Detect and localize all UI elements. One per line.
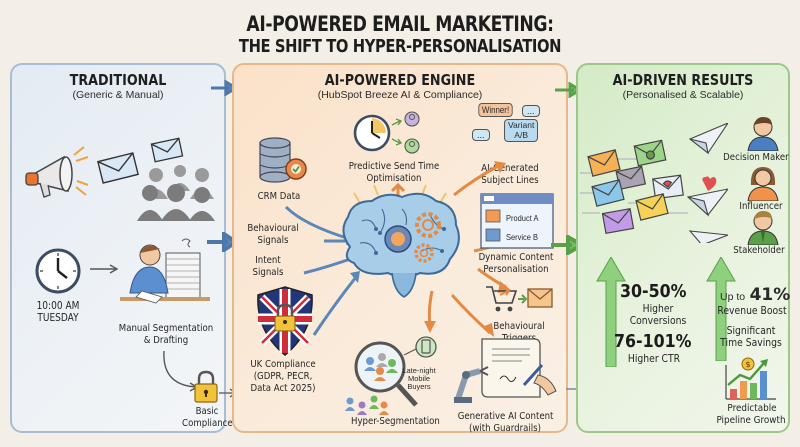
clock-day-label: TUESDAY (37, 312, 79, 324)
genai-content-label-2: (with Guardrails) (469, 423, 541, 434)
manual-drafting-label: & Drafting (143, 335, 189, 346)
conversions-stat: 30-50% (620, 281, 687, 302)
conversions-label-1: Higher (642, 303, 674, 315)
hyper-segmentation-label: Hyper-Segmentation (351, 416, 440, 427)
traditional-panel: TRADITIONAL (Generic & Manual) 10:00 AM … (10, 63, 233, 433)
flow-arrow-icon (551, 235, 584, 255)
behavioural-triggers-label-1: Behavioural (493, 321, 545, 332)
subject-lines-label-2: Subject Lines (481, 175, 539, 186)
crowd-icon (137, 165, 215, 221)
send-time-label-1: Predictive Send Time (348, 161, 440, 172)
envelope-icon (150, 137, 184, 163)
pipeline-chart-icon: $ (725, 357, 776, 400)
variant-bubble: Variant A/B (504, 119, 539, 142)
dots-bubble: ... (472, 129, 490, 141)
stressed-worker-icon (120, 238, 210, 304)
revenue-prefix: Up to (720, 291, 746, 303)
time-savings-label-1: Significant (726, 325, 776, 337)
variant-ab-label: A/B (514, 129, 528, 140)
engine-subtitle: (HubSpot Breeze AI & Compliance) (317, 89, 483, 101)
persona-label: Stakeholder (733, 245, 785, 256)
conversions-label-2: Conversions (629, 315, 687, 327)
arrow-icon (90, 264, 119, 274)
traditional-subtitle: (Generic & Manual) (72, 89, 164, 101)
influencer-avatar (747, 167, 779, 201)
revenue-value: 41% (749, 285, 791, 305)
send-time-label-2: Optimisation (366, 173, 422, 184)
late-night-label-2: Mobile (407, 374, 431, 383)
results-title: AI-DRIVEN RESULTS (612, 71, 754, 89)
intent-signals-label-1: Intent (255, 255, 281, 266)
database-icon (259, 137, 307, 183)
clock-time-label: 10:00 AM (36, 300, 80, 312)
flow-arrow-icon (555, 82, 582, 98)
svg-text:$: $ (745, 360, 750, 369)
uk-compliance-label-1: UK Compliance (250, 359, 316, 370)
magnifier-segment-icon (345, 336, 437, 415)
flow-arrow-icon (211, 80, 238, 96)
growth-arrow-icon (706, 257, 736, 361)
ctr-stat: 76-101% (614, 331, 692, 352)
growth-arrow-icon (596, 257, 626, 367)
engine-title: AI-POWERED ENGINE (324, 71, 476, 89)
pipeline-label-1: Predictable (727, 403, 777, 414)
dynamic-content-label-1: Dynamic Content (478, 252, 554, 263)
personalised-emails-icon (580, 123, 728, 243)
revenue-label: Revenue Boost (717, 305, 787, 317)
envelope-icon (97, 152, 139, 184)
persona-label: Decision Maker (723, 152, 789, 163)
service-b-label: Service B (506, 232, 539, 242)
results-subtitle: (Personalised & Scalable) (622, 89, 744, 101)
late-night-label-3: Buyers (407, 382, 431, 391)
dots-bubble: ... (522, 105, 540, 117)
manual-segmentation-label: Manual Segmentation (118, 323, 214, 334)
product-card-icon (480, 193, 554, 249)
send-time-clock-icon (353, 111, 420, 154)
persona-label: Influencer (739, 201, 783, 212)
title-line-2: THE SHIFT TO HYPER-PERSONALISATION (238, 36, 562, 57)
traditional-title: TRADITIONAL (69, 71, 167, 89)
results-panel: AI-DRIVEN RESULTS (Personalised & Scalab… (576, 63, 790, 433)
behavioural-signals-label-2: Signals (257, 235, 289, 246)
title-line-1: AI-POWERED EMAIL MARKETING: (246, 12, 554, 36)
subject-lines-label-1: AI-Generated (481, 163, 539, 174)
product-a-label: Product A (506, 213, 539, 223)
clock-icon (35, 248, 81, 294)
winner-bubble: Winner! (478, 103, 513, 117)
revenue-stat: Up to 41% (720, 285, 790, 305)
dynamic-content-label-2: Personalisation (483, 264, 549, 275)
time-savings-label-2: Time Savings (720, 337, 782, 349)
engine-panel: AI-POWERED ENGINE (HubSpot Breeze AI & C… (232, 63, 568, 434)
uk-compliance-shield-icon (257, 286, 313, 356)
ctr-label: Higher CTR (627, 353, 681, 365)
megaphone-icon (25, 146, 89, 198)
padlock-icon (194, 370, 218, 403)
decision-maker-avatar (747, 117, 779, 151)
ai-brain-icon (342, 182, 460, 298)
stakeholder-avatar (747, 211, 779, 245)
behavioural-signals-label-1: Behavioural (247, 223, 299, 234)
genai-content-label-1: Generative AI Content (457, 411, 554, 422)
basic-compliance-label-1: Basic (195, 406, 219, 417)
uk-compliance-label-2: (GDPR, PECR, (253, 371, 313, 382)
flow-arrow-icon (207, 232, 238, 252)
chat-bubbles-icon: Winner! ... ... Variant A/B (472, 103, 550, 159)
variant-label: Variant (508, 120, 535, 130)
basic-compliance-label-2: Compliance (182, 418, 233, 429)
robot-arm-scroll-icon (454, 338, 557, 403)
crm-data-label: CRM Data (257, 191, 301, 202)
infographic-title: AI-POWERED EMAIL MARKETING: THE SHIFT TO… (0, 12, 800, 58)
cart-trigger-icon (486, 286, 553, 312)
pipeline-label-2: Pipeline Growth (716, 415, 786, 426)
late-night-label-1: Late-night (402, 366, 436, 375)
intent-signals-label-2: Signals (252, 267, 284, 278)
uk-compliance-label-3: Data Act 2025) (250, 383, 316, 394)
